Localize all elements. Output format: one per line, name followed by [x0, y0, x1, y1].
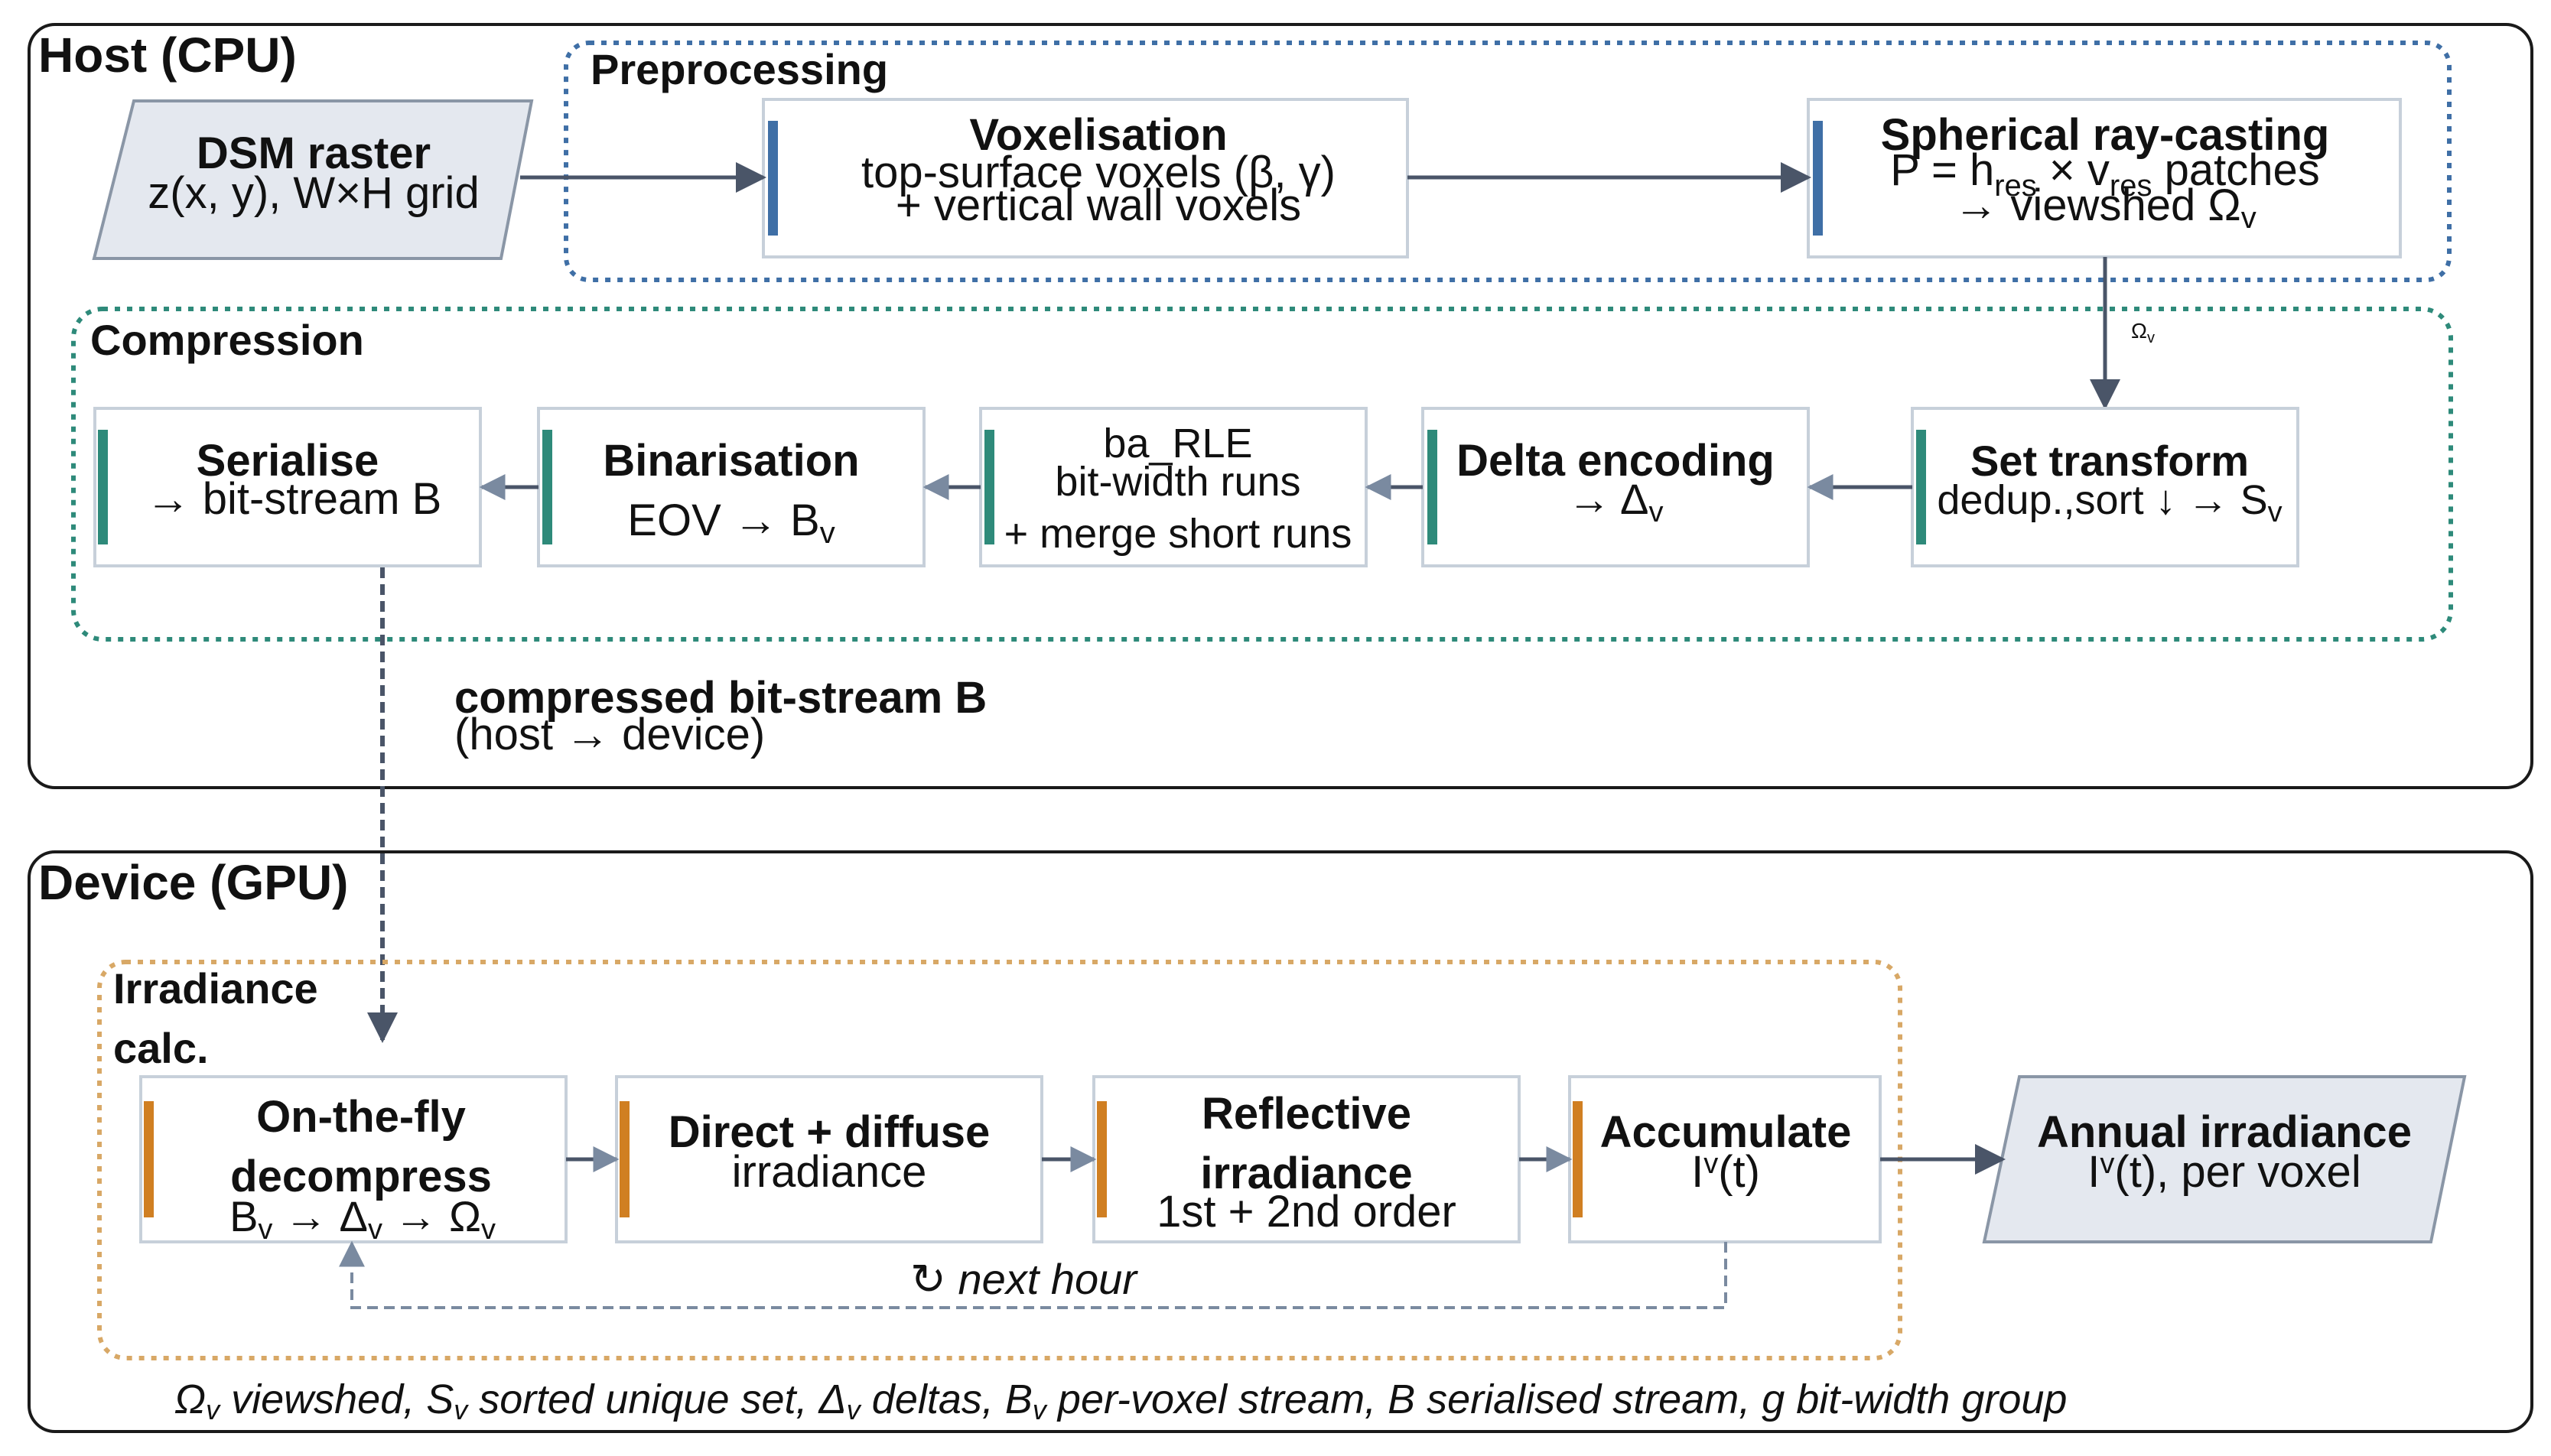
raycasting-title: Spherical ray-casting	[1881, 110, 2330, 160]
device-panel	[28, 850, 2533, 1433]
host-title: Host (CPU)	[38, 28, 297, 83]
transfer-line1: (host → device)	[454, 710, 765, 759]
raycasting-line2: → viewshed Ωv	[1954, 180, 2256, 235]
delta-encoding-line1: → Δv	[1568, 475, 1664, 528]
ba-rle-line1: bit-width runs	[1055, 459, 1300, 505]
binarisation-accent	[542, 430, 552, 544]
irradiance-label-line1: Irradiance	[113, 964, 318, 1012]
binarisation-box	[537, 407, 926, 567]
device-title: Device (GPU)	[38, 855, 348, 910]
decompress-title-line2: decompress	[230, 1152, 492, 1201]
set-transform-accent	[1916, 430, 1926, 544]
annual-irradiance-line1: Iv(t), per voxel	[2087, 1147, 2361, 1197]
direct-diffuse-line1: irradiance	[732, 1147, 927, 1197]
annual-irradiance-output	[1982, 1075, 2467, 1243]
set-transform-title: Set transform	[1970, 437, 2249, 485]
compression-label: Compression	[90, 316, 364, 364]
ba-rle-title: ba_RLE	[1103, 421, 1252, 466]
voxelisation-line1: top-surface voxels (β, γ)	[861, 148, 1336, 197]
reflective-line1: 1st + 2nd order	[1157, 1187, 1456, 1237]
voxelisation-accent	[768, 121, 778, 236]
serialise-title: Serialise	[197, 436, 379, 486]
delta-encoding-title: Delta encoding	[1456, 436, 1775, 486]
reflective-accent	[1097, 1101, 1107, 1217]
decompress-accent	[144, 1101, 154, 1217]
accumulate-box	[1568, 1075, 1882, 1243]
serialise-accent	[98, 430, 108, 544]
loop-arrow	[339, 1240, 1727, 1309]
binarisation-line1: EOV → Bv	[627, 496, 835, 550]
direct-diffuse-title: Direct + diffuse	[669, 1107, 991, 1157]
annual-irradiance-title: Annual irradiance	[2037, 1107, 2412, 1157]
binarisation-title: Binarisation	[603, 436, 859, 486]
voxelisation-box	[762, 98, 1409, 258]
delta-encoding-box	[1421, 407, 1810, 567]
decompress-line1: Bv → Δv → Ωv	[229, 1192, 496, 1246]
raycasting-line1: P = hres × vres patches	[1890, 145, 2320, 203]
dsm-raster-line1: z(x, y), W×H grid	[148, 168, 479, 218]
omega-label: Ωv	[2131, 319, 2155, 346]
compression-group	[71, 307, 2453, 642]
decompress-box	[139, 1075, 568, 1243]
reflective-title-line1: Reflective	[1202, 1089, 1411, 1139]
set-transform-box	[1911, 407, 2299, 567]
host-panel	[28, 23, 2533, 789]
accumulate-line1: Iv(t)	[1691, 1147, 1760, 1197]
ba-rle-line2: + merge short runs	[1004, 511, 1352, 557]
preprocessing-group	[564, 41, 2452, 282]
set-transform-line1: dedup.,sort ↓ → Sv	[1937, 477, 2282, 528]
dsm-raster-title: DSM raster	[197, 128, 431, 178]
decompress-title-line1: On-the-fly	[256, 1092, 466, 1142]
delta-encoding-accent	[1427, 430, 1437, 544]
irradiance-label-line2: calc.	[113, 1024, 209, 1072]
raycasting-accent	[1813, 121, 1823, 236]
dsm-raster-input	[92, 99, 534, 260]
ba-rle-box	[979, 407, 1368, 567]
serialise-box	[93, 407, 482, 567]
accumulate-title: Accumulate	[1600, 1107, 1852, 1157]
direct-diffuse-accent	[620, 1101, 630, 1217]
loop-label: ↻ next hour	[910, 1255, 1138, 1303]
reflective-title-line2: irradiance	[1200, 1149, 1412, 1198]
voxelisation-title: Voxelisation	[969, 110, 1227, 160]
accumulate-accent	[1573, 1101, 1583, 1217]
serialise-line1: → bit-stream B	[146, 474, 442, 524]
ba-rle-accent	[984, 430, 994, 544]
direct-diffuse-box	[615, 1075, 1043, 1243]
transfer-title: compressed bit-stream B	[454, 673, 987, 723]
voxelisation-line2: + vertical wall voxels	[896, 180, 1301, 230]
preprocessing-label: Preprocessing	[591, 45, 888, 93]
legend-text: Ωv viewshed, Sv sorted unique set, Δv de…	[174, 1376, 2067, 1425]
